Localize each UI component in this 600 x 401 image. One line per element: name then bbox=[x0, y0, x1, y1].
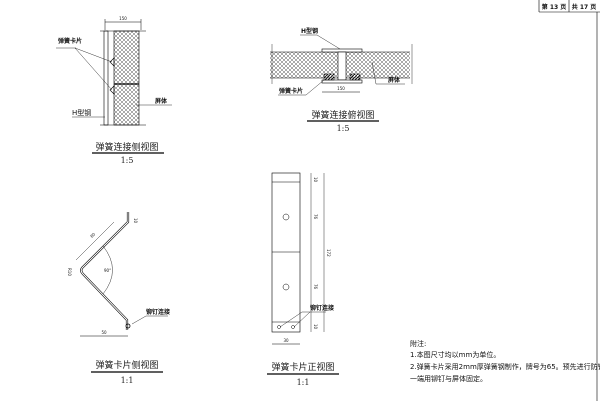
view-spring-clip-side: 80 10 90° R10 50 铆钉连接 弹簧卡片侧视图 1:1 bbox=[67, 212, 170, 385]
dim-150: 150 bbox=[119, 16, 127, 21]
page-current: 第 13 页 bbox=[541, 3, 567, 11]
label-screen-body: 屏体 bbox=[154, 97, 168, 105]
view-title: 弹簧卡片侧视图 bbox=[95, 359, 158, 371]
notes: 附注: 1.本图尺寸均以mm为单位。 2.弹簧卡片采用2mm厚弹簧钢制作，牌号为… bbox=[410, 339, 600, 383]
label-h-steel: H型钢 bbox=[301, 27, 318, 35]
dim-150: 150 bbox=[337, 86, 345, 91]
dim-10-top: 10 bbox=[313, 177, 318, 183]
dim-50: 50 bbox=[101, 330, 107, 335]
view-spring-connection-top: H型钢 弹簧卡片 屏体 150 弹簧连接俯视图 1:5 bbox=[270, 27, 413, 133]
view-scale: 1:5 bbox=[337, 124, 350, 133]
dim-90-degree: 90° bbox=[104, 268, 111, 273]
label-rivet-connection: 铆钉连接 bbox=[310, 304, 334, 312]
view-scale: 1:5 bbox=[121, 156, 134, 165]
note-item: 一端用铆钉与屏体固定。 bbox=[410, 374, 487, 383]
dim-76-lower: 76 bbox=[313, 284, 318, 290]
note-item: 2.弹簧卡片采用2mm厚弹簧钢制作，牌号为65。预先进行防锈喷涂。 bbox=[410, 362, 600, 371]
dim-r10: R10 bbox=[67, 268, 72, 276]
label-screen-body: 屏体 bbox=[387, 76, 401, 84]
page-total: 共 17 页 bbox=[572, 3, 597, 11]
notes-heading: 附注: bbox=[410, 339, 426, 348]
note-item: 1.本图尺寸均以mm为单位。 bbox=[410, 350, 500, 359]
view-title: 弹簧连接俯视图 bbox=[311, 109, 374, 121]
label-spring-clip: 弹簧卡片 bbox=[58, 37, 82, 45]
label-h-steel: H型钢 bbox=[72, 108, 91, 117]
view-scale: 1:1 bbox=[297, 378, 310, 387]
view-title: 弹簧卡片正视图 bbox=[271, 361, 334, 373]
view-spring-connection-side: 150 弹簧卡片 H型钢 屏体 弹簧连接侧视图 1:5 bbox=[56, 16, 172, 165]
dim-172: 172 bbox=[326, 249, 331, 257]
label-spring-clip: 弹簧卡片 bbox=[279, 87, 303, 95]
view-scale: 1:1 bbox=[121, 376, 134, 385]
dim-80: 80 bbox=[89, 231, 96, 238]
page-header: 第 13 页 共 17 页 bbox=[538, 0, 600, 13]
dim-76-upper: 76 bbox=[313, 214, 318, 220]
dim-10-bottom: 10 bbox=[313, 324, 318, 330]
view-spring-clip-front: 10 76 76 10 172 铆钉连接 30 弹簧卡片正视图 1:1 bbox=[267, 172, 339, 387]
dim-30: 30 bbox=[283, 338, 289, 343]
dim-10: 10 bbox=[133, 218, 138, 224]
view-title: 弹簧连接侧视图 bbox=[95, 141, 158, 153]
label-rivet-connection: 铆钉连接 bbox=[146, 308, 170, 316]
